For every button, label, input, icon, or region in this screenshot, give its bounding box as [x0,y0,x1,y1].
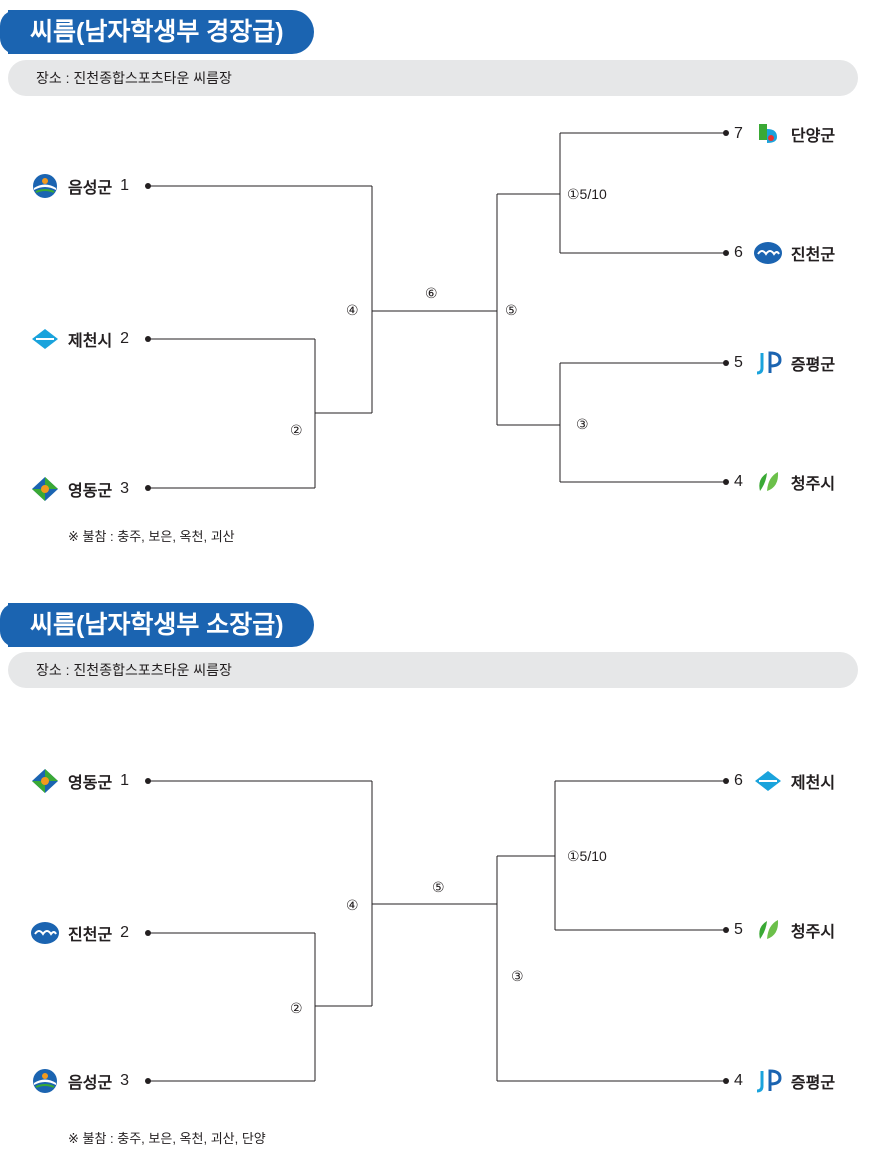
team-name: 음성군 [68,180,113,197]
team-seed: 2 [120,924,130,941]
team-entry: 진천군 2 [30,920,129,946]
jecheon-logo-icon [32,329,58,349]
match-label-2: ② [290,422,303,438]
team-seed: 1 [120,177,130,194]
match-label-5: ⑤ [505,302,518,318]
team-entry: 4 청주시 [734,469,835,495]
match-label-3: ③ [576,416,589,432]
team-name: 진천군 [790,247,836,264]
match-label-3: ③ [511,968,524,984]
cheongju-logo-icon [759,472,778,491]
team-entry: 7 단양군 [734,121,835,147]
team-entry: 음성군 3 [30,1068,129,1094]
section-lightweight: 씨름(남자학생부 경장급) 장소 : 진천종합스포츠타운 씨름장 음성군 1 제… [0,0,874,580]
team-seed: 6 [734,244,743,261]
yeongdong-logo-icon [32,769,58,793]
eumseong-logo-icon [33,174,57,198]
venue-bar: 장소 : 진천종합스포츠타운 씨름장 [8,60,858,96]
bracket-lines [145,778,729,1084]
match-label-6: ⑥ [425,285,438,301]
jincheon-logo-icon [31,922,59,944]
team-seed: 3 [120,480,130,497]
absent-note: ※ 불참 : 충주, 보은, 옥천, 괴산 [68,529,235,544]
jeungpyeong-logo-icon [756,1069,782,1093]
team-name: 제천시 [68,333,113,350]
match-label-1: ①5/10 [567,848,607,864]
cheongju-logo-icon [759,920,778,939]
team-name: 단양군 [790,128,836,145]
team-entry: 영동군 1 [30,768,129,794]
section-title: 씨름(남자학생부 소장급) [0,603,314,647]
absent-note: ※ 불참 : 충주, 보은, 옥천, 괴산, 단양 [68,1131,266,1146]
venue-bar: 장소 : 진천종합스포츠타운 씨름장 [8,652,858,688]
team-seed: 1 [120,772,130,789]
jeungpyeong-logo-icon [756,351,782,375]
team-seed: 3 [120,1072,130,1089]
match-label-5: ⑤ [432,879,445,895]
yeongdong-logo-icon [32,477,58,501]
jecheon-logo-icon [754,771,781,791]
eumseong-logo-icon [33,1069,57,1093]
team-seed: 4 [734,1072,743,1089]
match-label-1: ①5/10 [567,186,607,202]
team-seed: 4 [734,473,743,490]
team-name: 제천시 [790,775,836,792]
match-label-4: ④ [346,302,359,318]
section-featherweight: 씨름(남자학생부 소장급) 장소 : 진천종합스포츠타운 씨름장 영동군 1 진… [0,595,874,1161]
team-name: 영동군 [68,483,113,500]
team-name: 증평군 [790,357,836,374]
team-name: 증평군 [790,1075,836,1092]
jincheon-logo-icon [753,242,782,264]
match-label-4: ④ [346,897,359,913]
section-title: 씨름(남자학생부 경장급) [0,10,314,54]
team-entry: 5 청주시 [734,917,835,943]
team-seed: 6 [734,772,743,789]
team-entry: 6 제천시 [734,768,835,794]
team-seed: 5 [734,921,743,938]
team-name: 영동군 [68,775,113,792]
team-entry: 4 증평군 [734,1068,835,1094]
team-entry: 5 증평군 [734,350,835,376]
team-name: 음성군 [68,1075,113,1092]
match-label-2: ② [290,1000,303,1016]
team-seed: 2 [120,330,130,347]
team-name: 청주시 [790,476,836,493]
team-name: 청주시 [790,924,836,941]
team-entry: 영동군 3 [30,476,129,502]
team-name: 진천군 [68,927,113,944]
bracket-lines [145,130,729,491]
danyang-logo-icon [758,124,777,143]
team-seed: 5 [734,354,743,371]
team-seed: 7 [734,125,743,142]
team-entry: 음성군 1 [30,173,129,199]
team-entry: 제천시 2 [30,326,129,352]
team-entry: 6 진천군 [734,240,835,266]
